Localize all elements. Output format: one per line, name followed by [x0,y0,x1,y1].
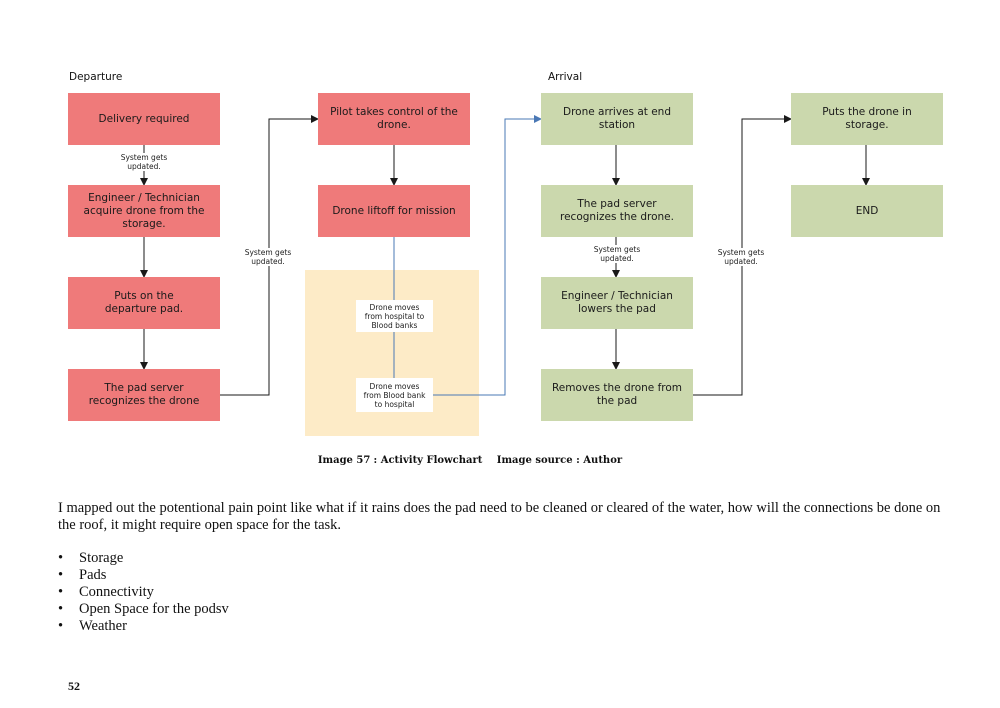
list-item-text: Storage [79,550,124,566]
figure-caption: Image 57 : Activity Flowchart Image sour… [0,455,940,466]
caption-source: Image source : Author [496,455,623,466]
departure-label: Departure [69,71,123,83]
edge-label-system-updated: System gets updated. [713,248,769,266]
caption-number: Image 57 [317,455,371,466]
node-delivery-required: Delivery required [68,93,220,145]
list-item: •Storage [58,550,124,566]
list-item-text: Pads [79,567,107,583]
node-pad-server-arrival: The pad server recognizes the drone. [541,185,693,237]
list-item: •Connectivity [58,584,154,600]
page-number: 52 [68,679,80,693]
list-item: •Pads [58,567,107,583]
list-item: •Weather [58,618,127,634]
pain-point-list: •Storage •Pads •Connectivity •Open Space… [58,550,229,635]
node-pilot-control: Pilot takes control of the drone. [318,93,470,145]
edge-label-system-updated: System gets updated. [240,248,296,266]
arrow-mission-to-arrival [433,115,542,396]
edge-label-system-updated: System gets updated. [589,245,645,263]
list-item-text: Open Space for the podsv [79,601,229,617]
list-item: •Open Space for the podsv [58,601,229,617]
list-item-text: Weather [79,618,127,634]
node-puts-in-storage: Puts the drone in storage. [791,93,943,145]
note-bank-to-hospital: Drone moves from Blood bank to hospital [356,378,433,412]
node-engineer-acquire: Engineer / Technician acquire drone from… [68,185,220,237]
note-hospital-to-bank: Drone moves from hospital to Blood banks [356,300,433,332]
body-paragraph: I mapped out the potentional pain point … [58,500,941,533]
arrival-label: Arrival [548,71,583,83]
edge-label-system-updated: System gets updated. [117,153,171,171]
caption-title: : Activity Flowchart [373,455,483,466]
node-removes-drone: Removes the drone from the pad [541,369,693,421]
node-puts-on-pad: Puts on the departure pad. [68,277,220,329]
node-engineer-lowers: Engineer / Technician lowers the pad [541,277,693,329]
node-drone-liftoff: Drone liftoff for mission [318,185,470,237]
list-item-text: Connectivity [79,584,154,600]
node-pad-server-departure: The pad server recognizes the drone [68,369,220,421]
node-drone-arrives: Drone arrives at end station [541,93,693,145]
node-end: END [791,185,943,237]
